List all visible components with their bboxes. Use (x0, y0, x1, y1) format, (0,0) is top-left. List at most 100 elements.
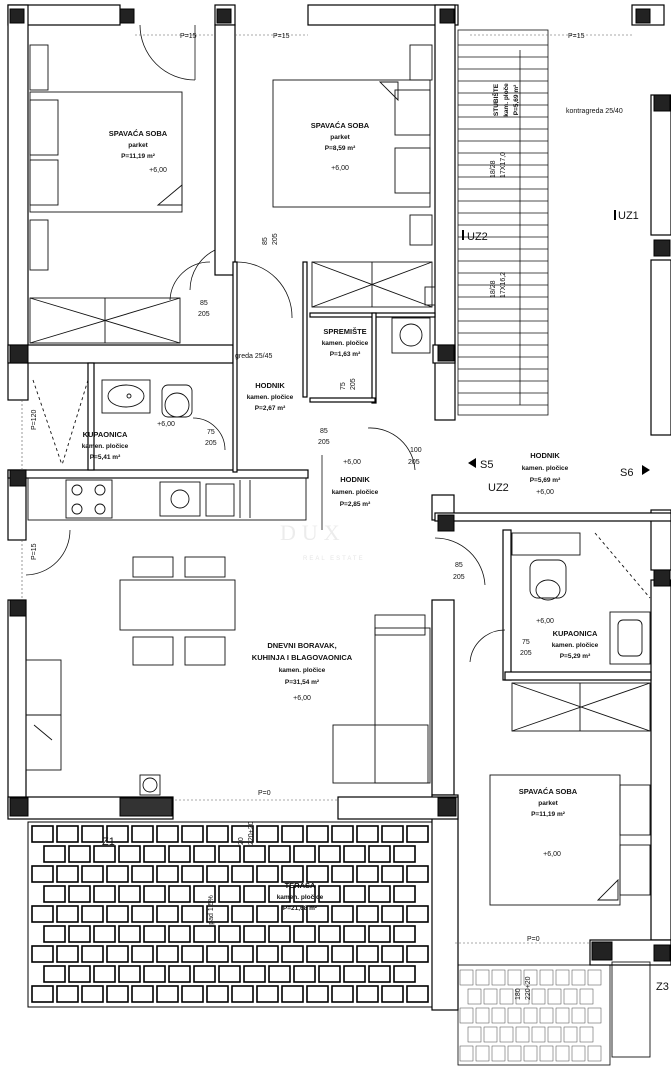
door-height-8: 205 (350, 378, 357, 390)
bathroom-1-name: KUPAONICA (83, 430, 128, 439)
stairs-dim-a: 18/28 (490, 160, 497, 178)
walls (7, 4, 671, 1011)
hall-3-name: HODNIK (530, 451, 560, 460)
stairs-dim-c: 18/28 (490, 280, 497, 298)
bathroom-1-level: +6,00 (157, 421, 175, 428)
bathroom-2-floor: kamen. pločice (552, 642, 599, 649)
storage-area: P=1,63 m² (330, 351, 361, 358)
staircase (457, 29, 549, 416)
bathroom-2-name: KUPAONICA (553, 629, 598, 638)
bedroom-1-floor: parket (128, 142, 148, 149)
bedroom-3-floor: parket (538, 800, 558, 807)
bedroom-1-level: +6,00 (149, 167, 167, 174)
door-width-7: 85 (262, 237, 269, 245)
stairs-dim-b: 17X17,0 (500, 152, 507, 178)
bathroom-1-area: P=5,41 m² (90, 454, 121, 461)
sill-label-bedroom-2: P=15 (273, 33, 290, 40)
door-height-5: 205 (453, 574, 465, 581)
bedroom-3-area: P=11,19 m² (531, 811, 566, 818)
sill-label-bedroom-1: P=15 (180, 33, 197, 40)
living-level: +6,00 (293, 695, 311, 702)
marker-z1: Z1 (102, 836, 115, 848)
beam-label: greda 25/45 (235, 353, 272, 360)
living-area: P=31,54 m² (285, 679, 320, 686)
hall-2-level: +6,00 (343, 459, 361, 466)
sill-label-kitchen: P=15 (31, 543, 38, 560)
section-markers: UZ1 UZ2 S5 S6 UZ2 Z1 Z3 (102, 210, 669, 993)
marker-uz2-bottom: UZ2 (488, 482, 509, 494)
stairs-floor: kam. ploče (503, 83, 510, 117)
terrace-dim-a: 20 (238, 837, 245, 845)
door-width-3: 85 (320, 428, 328, 435)
bathroom-2-level: +6,00 (536, 618, 554, 625)
door-height-3: 205 (318, 439, 330, 446)
terrace-name: TERASA (285, 881, 316, 890)
hall-3-floor: kamen. pločice (522, 465, 569, 472)
living-floor: kamen. pločice (279, 667, 326, 674)
door-height-6: 205 (520, 650, 532, 657)
marker-s6: S6 (620, 467, 633, 479)
stairs-area: P=5,69 m² (513, 84, 520, 115)
marker-uz1: UZ1 (618, 210, 639, 222)
hall-3-level: +6,00 (536, 489, 554, 496)
terrace-dim-d: 220+20 (525, 976, 532, 1000)
terrace-paving-lower (457, 964, 611, 1066)
door-height-1: 205 (198, 311, 210, 318)
terrace-area: P=21,68 m² (283, 905, 318, 912)
furniture (25, 44, 651, 1058)
marker-uz2-top: UZ2 (467, 231, 488, 243)
windows (21, 34, 632, 944)
door-swings (25, 24, 506, 663)
door-width-6: 75 (522, 639, 530, 646)
bedroom-2-level: +6,00 (331, 165, 349, 172)
bedroom-3-level: +6,00 (543, 851, 561, 858)
bathroom-2-area: P=5,29 m² (560, 653, 591, 660)
door-width-5: 85 (455, 562, 463, 569)
sill-label-living: P=0 (258, 790, 271, 797)
marker-s5: S5 (480, 459, 493, 471)
terrace-floor: kamen. pločice (277, 894, 324, 901)
hall-3-area: P=5,69 m² (530, 477, 561, 484)
living-name: DNEVNI BORAVAK, (267, 641, 336, 650)
door-height-7: 205 (272, 233, 279, 245)
bedroom-2-area: P=8,59 m² (325, 145, 356, 152)
storage-floor: kamen. pločice (322, 340, 369, 347)
watermark-logo: DUX (280, 520, 346, 545)
bedroom-1-area: P=11,19 m² (121, 153, 156, 160)
bedroom-1-name: SPAVAĆA SOBA (109, 129, 168, 138)
door-width-4: 100 (410, 447, 422, 454)
stairs-name: STUBIŠTE (491, 83, 500, 116)
door-width-8: 75 (340, 382, 347, 390)
terrace-dim-b: 220+20 (248, 821, 255, 845)
sill-label-bedroom-3: P=0 (527, 936, 540, 943)
bedroom-2-name: SPAVAĆA SOBA (311, 121, 370, 130)
bathroom-1-floor: kamen. pločice (82, 443, 129, 450)
bedroom-2-floor: parket (330, 134, 350, 141)
hall-1-floor: kamen. pločice (247, 394, 294, 401)
stairs-dim-d: 17X16,2 (500, 272, 507, 298)
hall-1-area: P=2,67 m² (255, 405, 286, 412)
storage-name: SPREMIŠTE (323, 327, 366, 336)
terrace-dim-c: 180 (515, 988, 522, 1000)
bedroom-3-name: SPAVAĆA SOBA (519, 787, 578, 796)
columns (9, 8, 671, 962)
door-width-1: 85 (200, 300, 208, 307)
watermark-subtitle: REAL ESTATE (303, 556, 365, 562)
hall-2-floor: kamen. pločice (332, 489, 379, 496)
hall-2-name: HODNIK (340, 475, 370, 484)
hall-1-name: HODNIK (255, 381, 285, 390)
sill-label-stairs: P=15 (568, 33, 585, 40)
living-name-2: KUHINJA I BLAGOVAONICA (252, 653, 353, 662)
sill-label-bathroom: P=120 (31, 409, 38, 430)
dimension-labels: P=15 P=15 P=15 P=0 P=0 greda 25/45 kontr… (180, 33, 623, 943)
door-height-4: 205 (408, 459, 420, 466)
marker-z3: Z3 (656, 981, 669, 993)
counter-beam-label: kontragreda 25/40 (566, 108, 623, 115)
door-height-2: 205 (205, 440, 217, 447)
terrace-paving (27, 821, 433, 1008)
terrace-slope: pad 1,5% (208, 895, 215, 925)
room-labels: SPAVAĆA SOBA parket P=11,19 m² +6,00 SPA… (82, 83, 599, 912)
door-width-2: 75 (207, 429, 215, 436)
hall-2-area: P=2,85 m² (340, 501, 371, 508)
